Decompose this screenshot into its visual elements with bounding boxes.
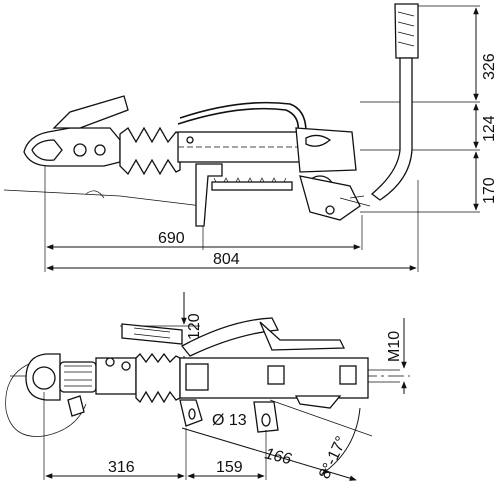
dim-166: 166: [263, 445, 293, 468]
dim-hole: Ø 13: [212, 412, 247, 429]
dim-124: 124: [481, 115, 498, 142]
dim-316: 316: [108, 459, 135, 476]
dim-690: 690: [158, 230, 185, 247]
dim-170: 170: [481, 177, 498, 204]
cable-loop: [85, 190, 105, 199]
dim-m10: M10: [386, 331, 403, 362]
dim-159: 159: [216, 459, 243, 476]
coupling-body: [23, 95, 371, 227]
top-view: 120 M10: [5, 292, 410, 482]
angle-arc: [321, 407, 361, 475]
side-view: 326 124 170 690 804: [3, 3, 498, 272]
dim-804: 804: [213, 251, 240, 268]
raised-handle: [370, 3, 419, 201]
dim-angle: 8°-17°: [316, 434, 350, 482]
breakaway-cable: [3, 189, 203, 207]
cable-ring: [5, 359, 87, 437]
dim-326: 326: [481, 53, 498, 80]
top-assembly: [5, 317, 400, 437]
angle-ref-line: [269, 399, 373, 437]
dim-120: 120: [186, 313, 203, 340]
